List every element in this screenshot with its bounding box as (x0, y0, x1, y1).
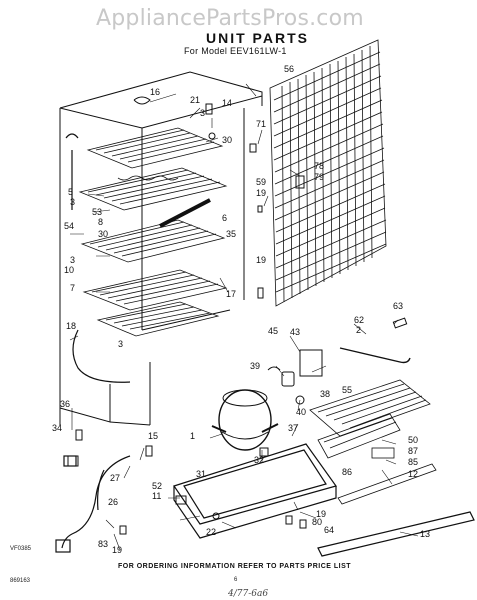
callout-label: 56 (284, 64, 295, 74)
leader-lines (69, 83, 419, 551)
callout-label: 13 (420, 529, 431, 539)
watermark: AppliancePartsPros.com (96, 6, 364, 31)
relay-parts (267, 349, 323, 405)
callout-label: 39 (250, 361, 261, 371)
callout-label: 31 (196, 469, 207, 479)
ordering-footer: FOR ORDERING INFORMATION REFER TO PARTS … (118, 563, 352, 570)
callout-label: 59 (256, 177, 267, 187)
callout-label: 16 (150, 87, 161, 97)
handwritten-note: 4/77-6a6 (228, 589, 269, 599)
callout-label: 19 (316, 509, 327, 519)
callout-label: 40 (296, 407, 307, 417)
callout-label: 3 (70, 197, 76, 207)
callout-label: 78 (314, 161, 325, 171)
callout-label: 50 (408, 435, 419, 445)
callout-label: 55 (342, 385, 353, 395)
callout-label: 83 (98, 539, 109, 549)
callout-label: 6 (222, 213, 228, 223)
base-frame (173, 443, 475, 557)
shelf-bottom (96, 301, 220, 337)
shelf-top (86, 127, 224, 169)
callout-label: 32 (254, 455, 265, 465)
hardware-bits (67, 96, 411, 535)
callout-label: 19 (256, 188, 267, 198)
callout-label: 71 (256, 119, 267, 129)
callout-label: 85 (408, 457, 419, 467)
callout-label: 86 (342, 467, 353, 477)
callout-label: 22 (206, 527, 217, 537)
callout-label: 3 (118, 339, 124, 349)
callout-label: 27 (110, 473, 121, 483)
callout-label: 43 (290, 327, 301, 337)
callout-label: 7 (70, 283, 76, 293)
callout-label: 52 (152, 481, 163, 491)
callout-label: 12 (408, 469, 419, 479)
callout-label: 38 (320, 389, 331, 399)
callout-label: 34 (52, 423, 63, 433)
drain-pan-coil (309, 379, 437, 505)
callout-label: 19 (112, 545, 123, 555)
callout-label: 87 (408, 446, 419, 456)
callout-label: 63 (393, 301, 404, 311)
callout-label: 37 (288, 423, 299, 433)
callout-label: 54 (64, 221, 75, 231)
page-number: 6 (234, 577, 238, 583)
callout-label: 53 (92, 207, 103, 217)
shelf-3 (80, 219, 226, 263)
callout-label: 5 (68, 187, 74, 197)
model-subtitle: For Model EEV161LW-1 (184, 46, 287, 56)
code-bottom-left: 869163 (10, 578, 31, 584)
callout-label: 3 (70, 255, 76, 265)
callout-label: 62 (354, 315, 365, 325)
callout-label: 30 (98, 229, 109, 239)
callout-label: 26 (108, 497, 119, 507)
callout-label: 18 (66, 321, 77, 331)
callout-label: 11 (152, 491, 162, 501)
callout-label: 1 (190, 431, 196, 441)
compressor (211, 389, 279, 451)
callout-label: 80 (312, 517, 323, 527)
callout-label: 15 (148, 431, 159, 441)
diagram-title: UNIT PARTS (206, 30, 309, 46)
callout-label: 21 (190, 95, 201, 105)
callout-label: 30 (222, 135, 233, 145)
callout-label: 8 (98, 217, 104, 227)
callout-label: 36 (60, 399, 71, 409)
callout-label: 79 (314, 172, 325, 182)
callout-label: 64 (324, 525, 335, 535)
callout-label: 45 (268, 326, 279, 336)
code-left: VF0385 (10, 546, 32, 552)
callout-label: 2 (356, 325, 362, 335)
callout-label: 10 (64, 265, 75, 275)
tubing (65, 133, 211, 383)
power-cord (55, 455, 131, 553)
callout-label: 3 (200, 108, 206, 118)
shelf-4 (82, 269, 228, 311)
callout-label: 17 (226, 289, 237, 299)
callout-label: 35 (226, 229, 237, 239)
cabinet-outline (59, 71, 263, 426)
callout-label: 14 (222, 98, 233, 108)
condenser-coil (269, 39, 387, 307)
shelf-2 (78, 167, 228, 211)
callout-label: 19 (256, 255, 267, 265)
